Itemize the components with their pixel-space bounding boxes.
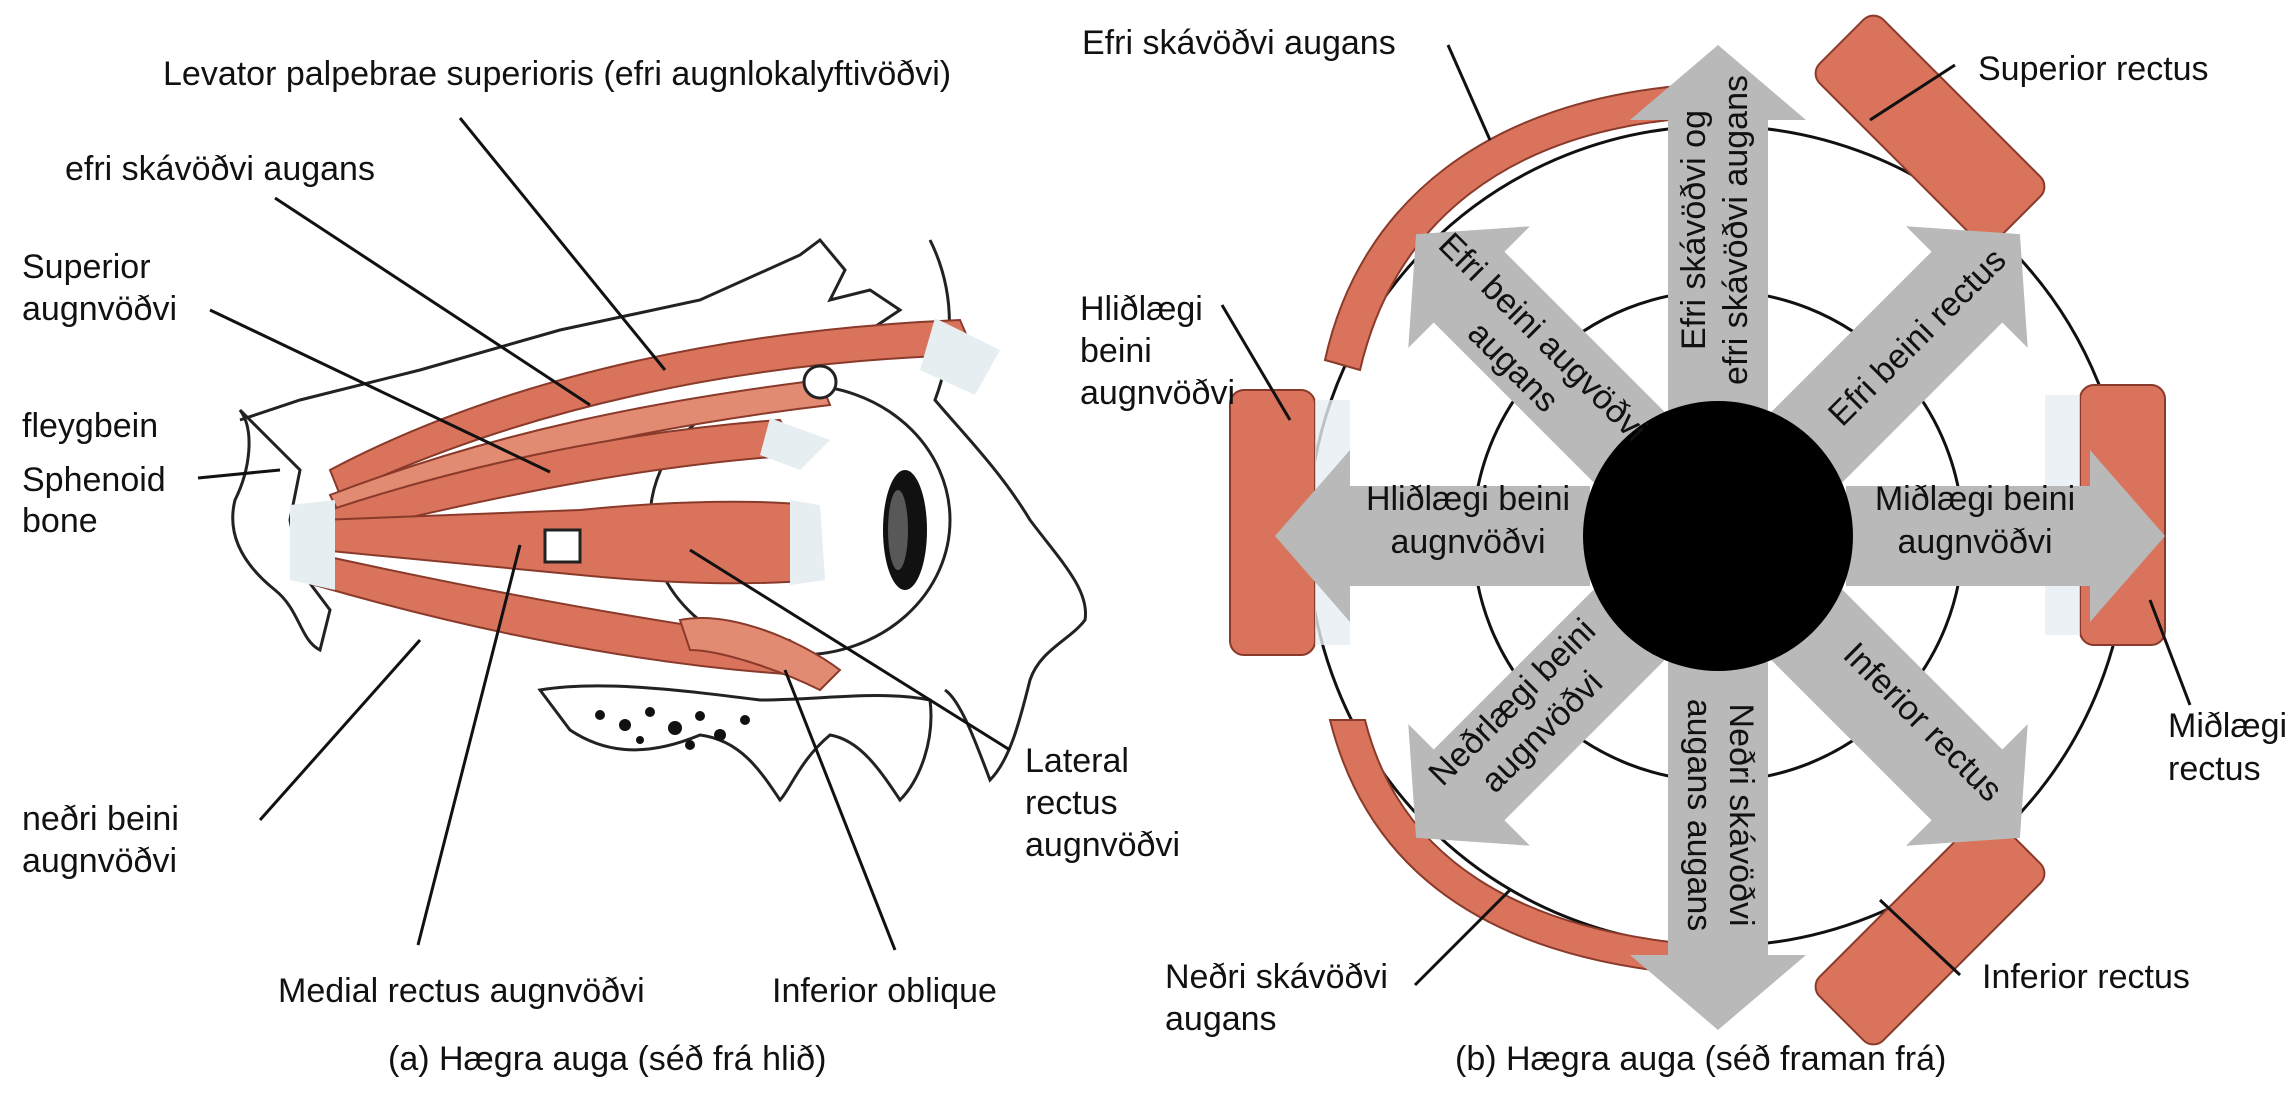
superior-rectus-block	[1814, 14, 2046, 246]
panel-b-labels: Efri skávöðvi augans Superior rectus Hli…	[1080, 24, 2287, 1078]
panel-b-illustration	[1229, 14, 2166, 1046]
label-b-inferior-oblique-1: Neðri skávöðvi	[1165, 958, 1388, 996]
label-superior-oblique: efri skávöðvi augans	[65, 150, 375, 188]
label-superior-rectus-line2: augnvöðvi	[22, 290, 177, 328]
label-sphenoid-line2: Sphenoid	[22, 461, 166, 499]
label-lateral-rectus-line1: Lateral	[1025, 742, 1129, 780]
label-b-superior-oblique: Efri skávöðvi augans	[1082, 24, 1396, 62]
cornea-iris	[883, 470, 927, 590]
caption-panel-b: (b) Hægra auga (séð framan frá)	[1455, 1040, 1946, 1078]
annulus-cut	[543, 528, 582, 564]
label-b-lateral-rectus-1: Hliðlægi	[1080, 290, 1203, 328]
label-b-lateral-rectus-3: augnvöðvi	[1080, 374, 1235, 412]
foramina-dots	[595, 707, 750, 750]
label-superior-rectus-line1: Superior	[22, 248, 151, 286]
panel-a-illustration	[231, 237, 1088, 803]
label-medial-rectus: Medial rectus augnvöðvi	[278, 972, 645, 1010]
arrow-up	[1630, 45, 1806, 410]
arrow-right-text-2: augnvöðvi	[1897, 523, 2052, 561]
arrow-down	[1630, 662, 1806, 1030]
maxilla	[537, 684, 933, 803]
label-sphenoid-line3: bone	[22, 502, 98, 540]
label-b-medial-rectus-1: Miðlægi	[2168, 707, 2287, 745]
inferior-rectus-block	[1814, 814, 2046, 1046]
label-b-inferior-oblique-2: augans	[1165, 1000, 1277, 1038]
arrow-left-text-1: Hliðlægi beini	[1366, 480, 1570, 518]
label-inferior-oblique: Inferior oblique	[772, 972, 997, 1010]
label-lateral-rectus-line3: augnvöðvi	[1025, 826, 1180, 864]
label-inferior-rectus-line2: augnvöðvi	[22, 842, 177, 880]
label-inferior-rectus-line1: neðri beini	[22, 800, 179, 838]
arrow-down-left	[1408, 589, 1665, 846]
label-b-medial-rectus-2: rectus	[2168, 750, 2261, 788]
arrow-up-text-1: Efri skávöðvi og	[1675, 110, 1713, 350]
panel-a-leaders	[197, 117, 1011, 951]
arrow-down-right	[1771, 589, 2028, 846]
arrow-down-text-1: Neðri skávöðvi	[1722, 704, 1760, 927]
inferior-oblique-muscle	[678, 617, 842, 692]
label-levator: Levator palpebrae superioris (efri augnl…	[163, 55, 951, 93]
label-b-lateral-rectus-2: beini	[1080, 332, 1152, 370]
arrow-right-text-1: Miðlægi beini	[1875, 480, 2075, 518]
label-sphenoid-line1: fleygbein	[22, 407, 158, 445]
arrow-up-right	[1771, 226, 2028, 483]
pupil	[1583, 401, 1853, 671]
panel-b-leaders	[1220, 44, 2192, 987]
arrow-left	[1275, 450, 1590, 622]
arrow-right	[1846, 450, 2165, 622]
label-lateral-rectus-line2: rectus	[1025, 784, 1118, 822]
orbit-rim	[928, 239, 1088, 783]
trochlea	[802, 364, 838, 400]
arrow-down-text-2: augans augans	[1680, 699, 1718, 932]
arrow-left-text-2: augnvöðvi	[1390, 523, 1545, 561]
arrow-up-left	[1408, 226, 1665, 483]
label-b-superior-rectus: Superior rectus	[1978, 50, 2209, 88]
label-b-inferior-rectus: Inferior rectus	[1982, 958, 2190, 996]
caption-panel-a: (a) Hægra auga (séð frá hlið)	[388, 1040, 826, 1078]
sphenoid-bone	[231, 408, 332, 653]
panel-a-labels: Levator palpebrae superioris (efri augnl…	[22, 55, 1180, 1078]
arrow-up-text-2: efri skávöðvi augans	[1717, 75, 1755, 385]
orbital-roof	[239, 237, 903, 422]
